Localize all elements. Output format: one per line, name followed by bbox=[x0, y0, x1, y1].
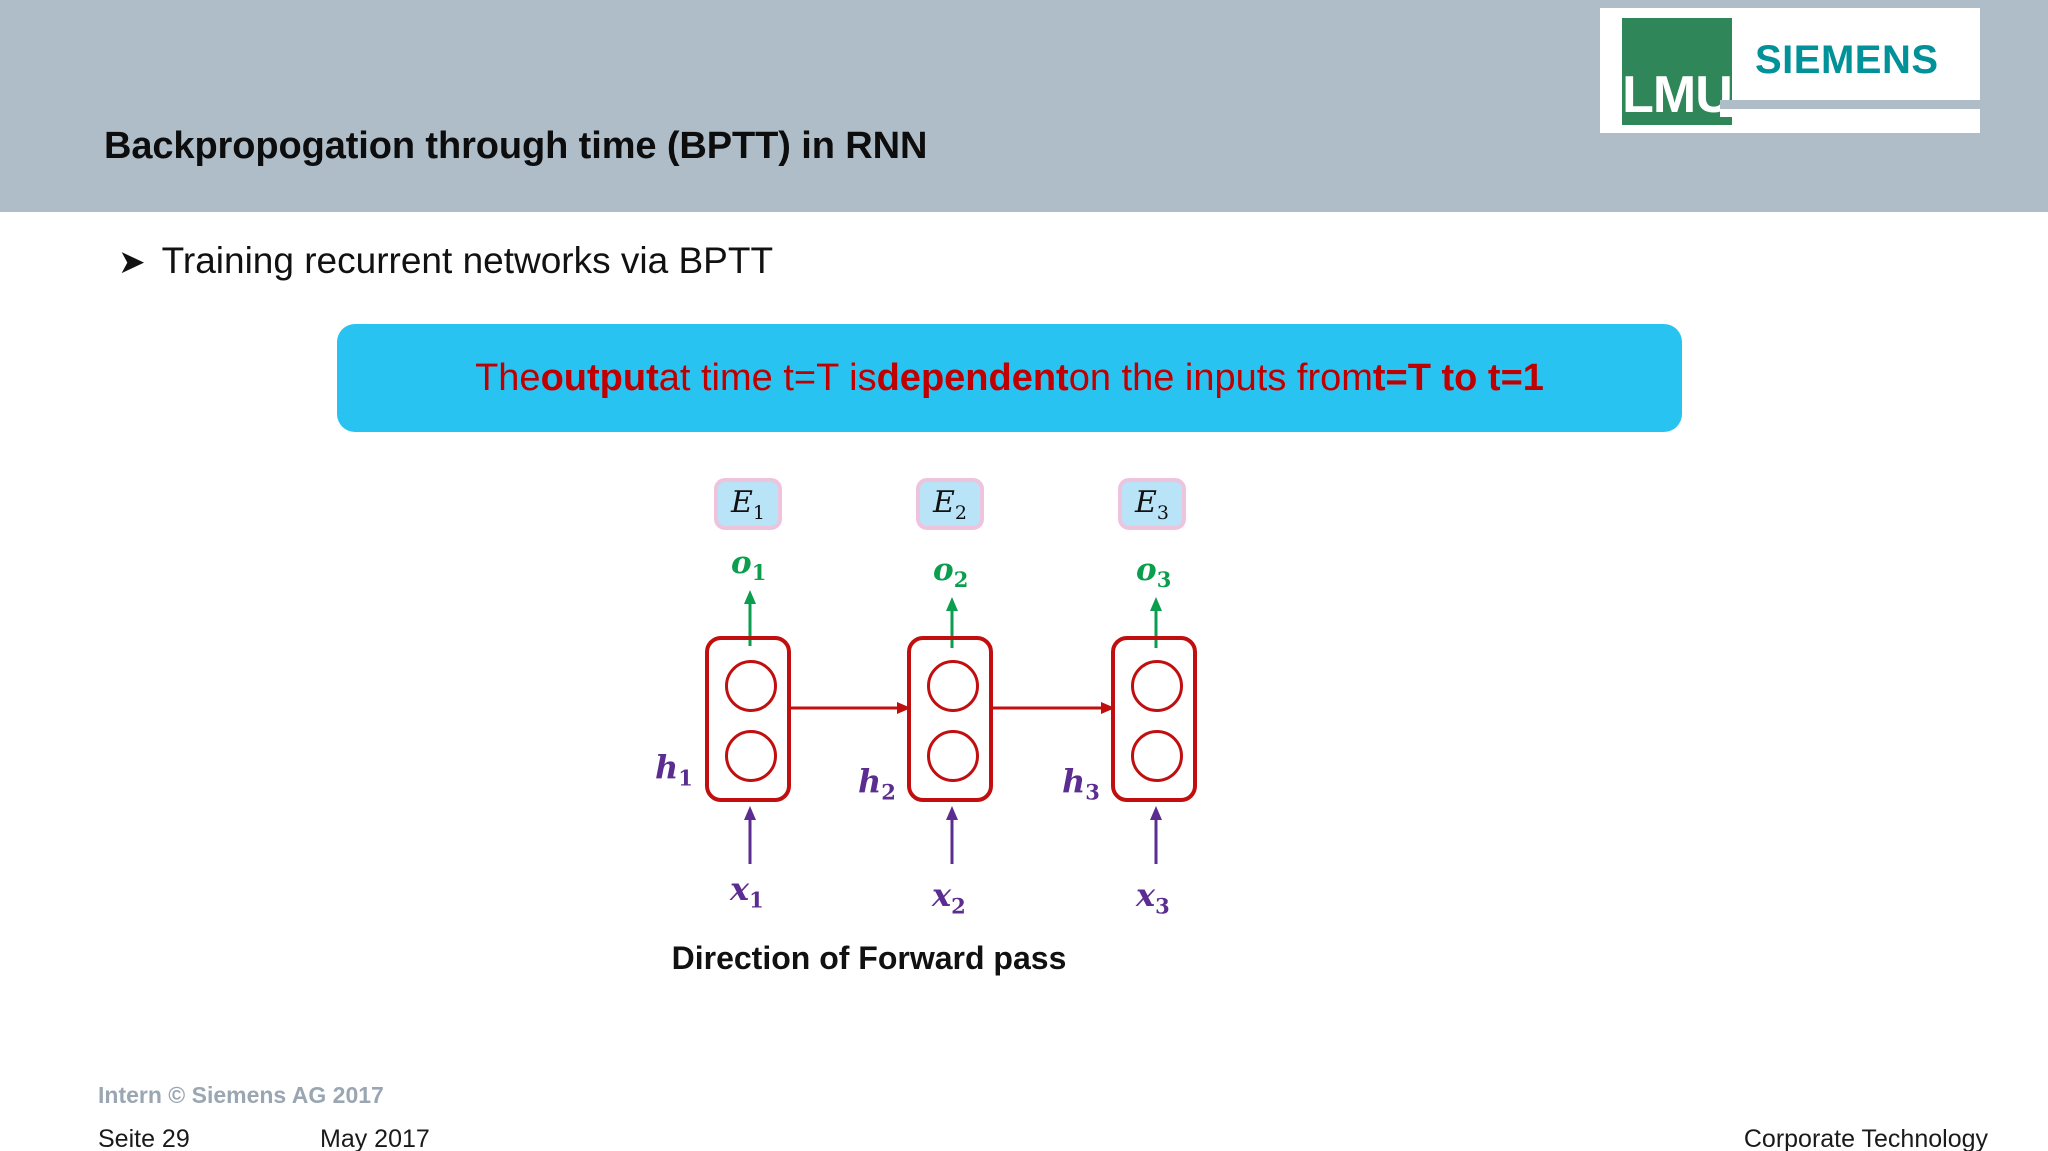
rnn-cell-2 bbox=[907, 636, 993, 802]
logo-block: LMU SIEMENS bbox=[1600, 8, 1980, 133]
input-node-1-label: x1 bbox=[730, 870, 764, 913]
siemens-wordmark: SIEMENS bbox=[1755, 38, 1939, 82]
input-arrow-2-icon bbox=[946, 806, 958, 864]
bullet-item-label: Training recurrent networks via BPTT bbox=[161, 240, 774, 281]
rnn-unrolled-diagram: E1 o1 h1 x1 E2 o2 h2 bbox=[0, 440, 2048, 980]
error-node-1: E1 bbox=[714, 478, 782, 530]
output-node-1-label: o1 bbox=[731, 545, 767, 586]
footer-department: Corporate Technology bbox=[1743, 1125, 1988, 1151]
input-node-3-label: x3 bbox=[1136, 876, 1170, 919]
input-arrow-1-icon bbox=[744, 806, 756, 864]
output-node-3-label: o3 bbox=[1136, 552, 1172, 593]
callout-emphasis: t=T to t=1 bbox=[1372, 356, 1544, 399]
output-arrow-2-icon bbox=[946, 597, 958, 648]
rnn-cell-2-unit-bottom bbox=[927, 730, 979, 782]
rnn-cell-2-unit-top bbox=[927, 660, 979, 712]
diagram-caption: Direction of Forward pass bbox=[0, 940, 2048, 977]
input-arrow-3-icon bbox=[1150, 806, 1162, 864]
callout-run: at time t=T is bbox=[658, 356, 877, 399]
error-node-1-label: E1 bbox=[731, 484, 765, 524]
callout-banner: The output at time t=T is dependent on t… bbox=[337, 324, 1682, 432]
footer-page-number: Seite 29 bbox=[98, 1125, 190, 1151]
page-title: Backpropogation through time (BPTT) in R… bbox=[104, 125, 928, 167]
callout-text: The output at time t=T is dependent on t… bbox=[337, 324, 1682, 432]
hidden-state-2-label: h2 bbox=[858, 762, 896, 805]
rnn-cell-1-unit-bottom bbox=[725, 730, 777, 782]
error-node-3: E3 bbox=[1118, 478, 1186, 530]
diagram-caption-text: Direction of Forward pass bbox=[671, 940, 1067, 976]
error-node-2: E2 bbox=[916, 478, 984, 530]
rnn-cell-1 bbox=[705, 636, 791, 802]
chevron-bullet-icon: ➤ bbox=[118, 242, 146, 281]
rnn-cell-3 bbox=[1111, 636, 1197, 802]
recurrent-arrow-1-2-icon bbox=[789, 702, 911, 714]
footer-copyright: Intern © Siemens AG 2017 bbox=[98, 1082, 384, 1108]
hidden-state-1-label: h1 bbox=[655, 748, 693, 791]
rnn-cell-3-unit-top bbox=[1131, 660, 1183, 712]
callout-run: on the inputs from bbox=[1068, 356, 1373, 399]
logo-divider-rule bbox=[1720, 100, 1980, 109]
output-node-2-label: o2 bbox=[933, 552, 969, 593]
input-node-2-label: x2 bbox=[932, 876, 966, 919]
error-node-2-label: E2 bbox=[933, 484, 967, 524]
callout-emphasis: output bbox=[540, 356, 659, 399]
output-arrow-3-icon bbox=[1150, 597, 1162, 648]
rnn-cell-3-unit-bottom bbox=[1131, 730, 1183, 782]
lmu-logo-text: LMU bbox=[1622, 66, 1733, 124]
logo-divider-rule-light bbox=[1720, 109, 1980, 117]
callout-emphasis: dependent bbox=[876, 356, 1069, 399]
rnn-cell-1-unit-top bbox=[725, 660, 777, 712]
bullet-item: ➤ Training recurrent networks via BPTT bbox=[118, 240, 773, 282]
hidden-state-3-label: h3 bbox=[1062, 762, 1100, 805]
lmu-logo-icon: LMU bbox=[1622, 18, 1733, 125]
error-node-3-label: E3 bbox=[1135, 484, 1169, 524]
footer-date: May 2017 bbox=[320, 1125, 430, 1151]
callout-run: The bbox=[475, 356, 541, 399]
recurrent-arrow-2-3-icon bbox=[993, 702, 1115, 714]
